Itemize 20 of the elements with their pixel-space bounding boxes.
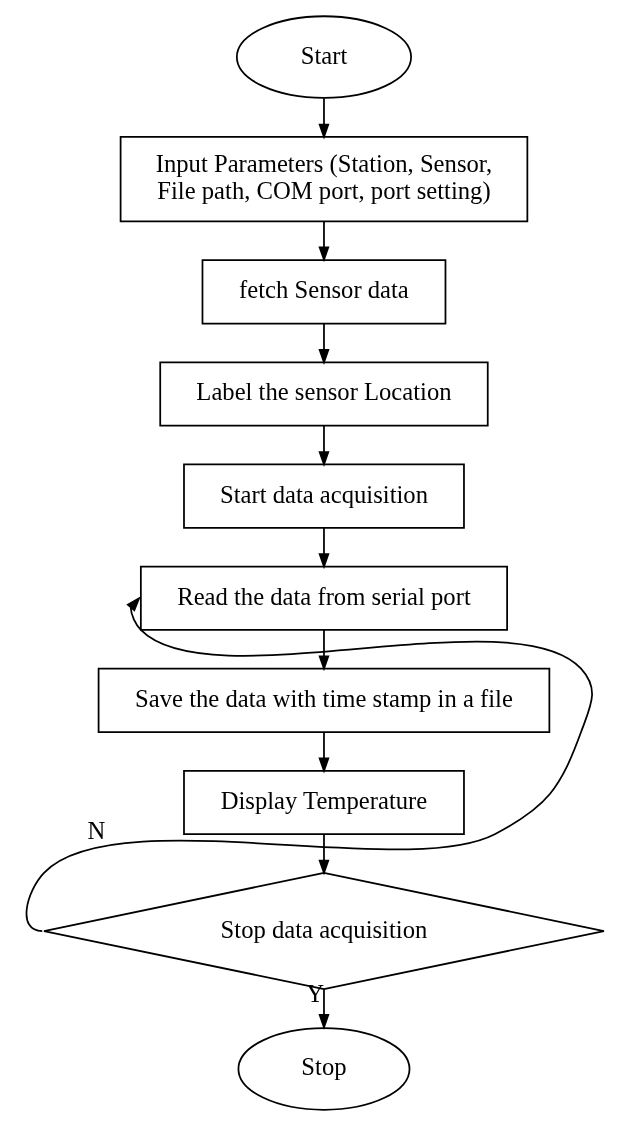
arrow [318,322,330,365]
edge-label: N [87,817,106,845]
node-box: fetch Sensor data [201,259,447,325]
arrow [318,220,330,263]
arrow [318,731,330,774]
arrow [318,424,330,468]
arrow [318,833,330,876]
node-ellipse: Stop [237,1027,411,1111]
node-ellipse: Start [235,15,412,99]
arrow [25,596,593,932]
node-box: Start data acquisition [183,463,465,529]
node-box: Label the sensor Location [159,361,489,427]
node-box: Read the data from serial port [139,565,508,631]
arrow [318,97,330,140]
node-box: Input Parameters (Station, Sensor, File path, COM port, port setting) [119,136,529,223]
node-box: Display Temperature [183,769,465,836]
arrow [318,527,330,570]
node-box: Save the data with time stamp in a file [97,667,551,733]
arrow [318,988,330,1030]
arrow [318,629,330,672]
